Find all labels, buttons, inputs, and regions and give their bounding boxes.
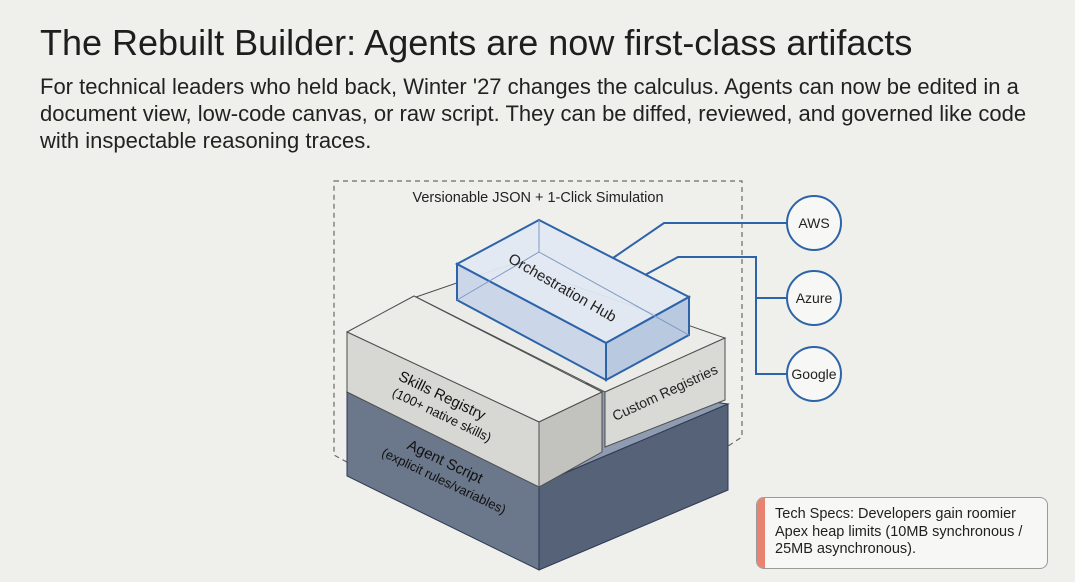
cloud-azure-node: Azure bbox=[786, 270, 842, 326]
cloud-connectors bbox=[612, 222, 788, 375]
callout-text: Tech Specs: Developers gain roomier Apex… bbox=[775, 506, 1023, 557]
tech-specs-callout: Tech Specs: Developers gain roomier Apex… bbox=[756, 497, 1048, 569]
cloud-google-label: Google bbox=[791, 366, 836, 382]
slide-subtitle: For technical leaders who held back, Win… bbox=[40, 74, 1027, 153]
boundary-label: Versionable JSON + 1-Click Simulation bbox=[412, 190, 663, 206]
skills-registry-layer: Skills Registry (100+ native skills) bbox=[345, 295, 604, 488]
callout-accent-bar bbox=[757, 498, 765, 568]
cloud-azure-label: Azure bbox=[796, 290, 833, 306]
cloud-aws-label: AWS bbox=[798, 215, 829, 231]
orchestration-hub-layer: Orchestration Hub bbox=[454, 218, 692, 382]
cloud-google-node: Google bbox=[786, 346, 842, 402]
cloud-aws-node: AWS bbox=[786, 195, 842, 251]
slide-title: The Rebuilt Builder: Agents are now firs… bbox=[40, 22, 913, 63]
